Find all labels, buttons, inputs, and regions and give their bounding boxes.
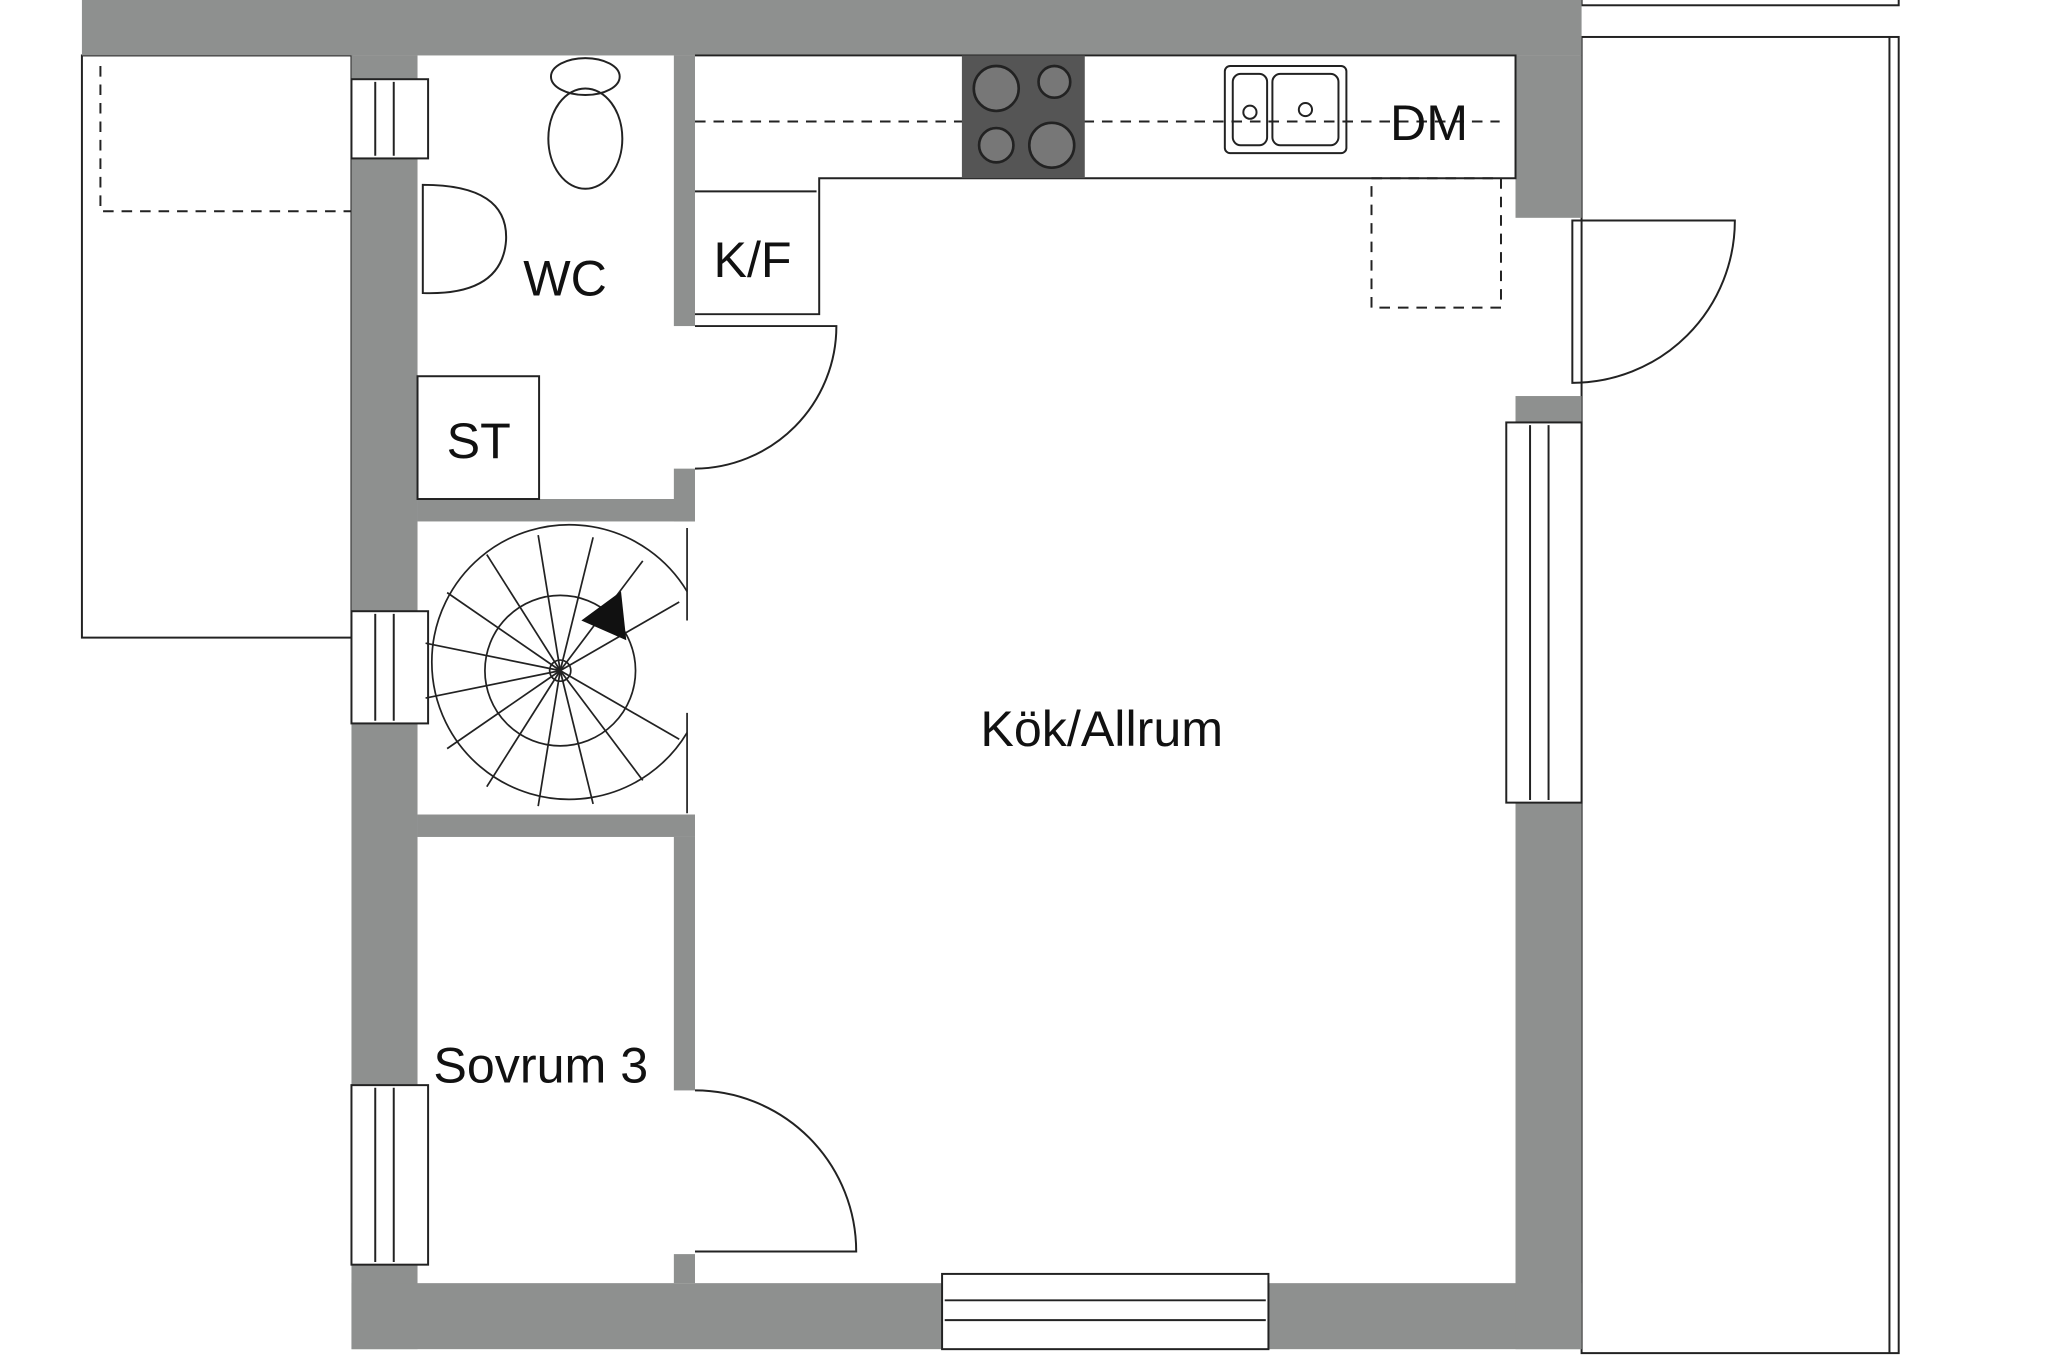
room-label-kf: K/F [713,232,791,288]
storage-closet [416,375,541,500]
stair-tread [486,670,561,788]
toilet-icon [547,87,624,190]
spiral-stair [425,523,688,814]
kitchen-counter [694,54,1517,316]
door-balcony [1571,219,1736,384]
balcony [1580,35,1900,1355]
door-bedroom [694,1089,858,1253]
stair-tread [559,669,680,741]
room-label-dm: DM [1390,95,1468,151]
door-wc [694,325,838,470]
stair-tread [446,591,561,672]
stair-tread [486,554,561,672]
stove-burners [972,64,1076,169]
windows [350,78,1583,1351]
room-label-wc: WC [523,251,607,307]
stair-tread [559,670,594,805]
fixtures [416,54,1736,1253]
walls [81,0,1582,1350]
stair-tread [425,642,561,672]
washbasin-icon [421,183,508,295]
stair-tread [537,534,562,671]
stair-tread [559,537,594,671]
stair-tread [559,670,644,781]
left-terrace [80,54,353,639]
stair-tread [425,669,561,699]
room-label-st: ST [447,413,511,469]
sink-icon [1223,65,1348,155]
stair-tread [446,669,561,750]
stair-tread [537,670,562,807]
stair-arrow-icon [581,591,627,641]
room-label-bedroom: Sovrum 3 [433,1038,648,1094]
room-label-kitchen: Kök/Allrum [980,701,1223,757]
